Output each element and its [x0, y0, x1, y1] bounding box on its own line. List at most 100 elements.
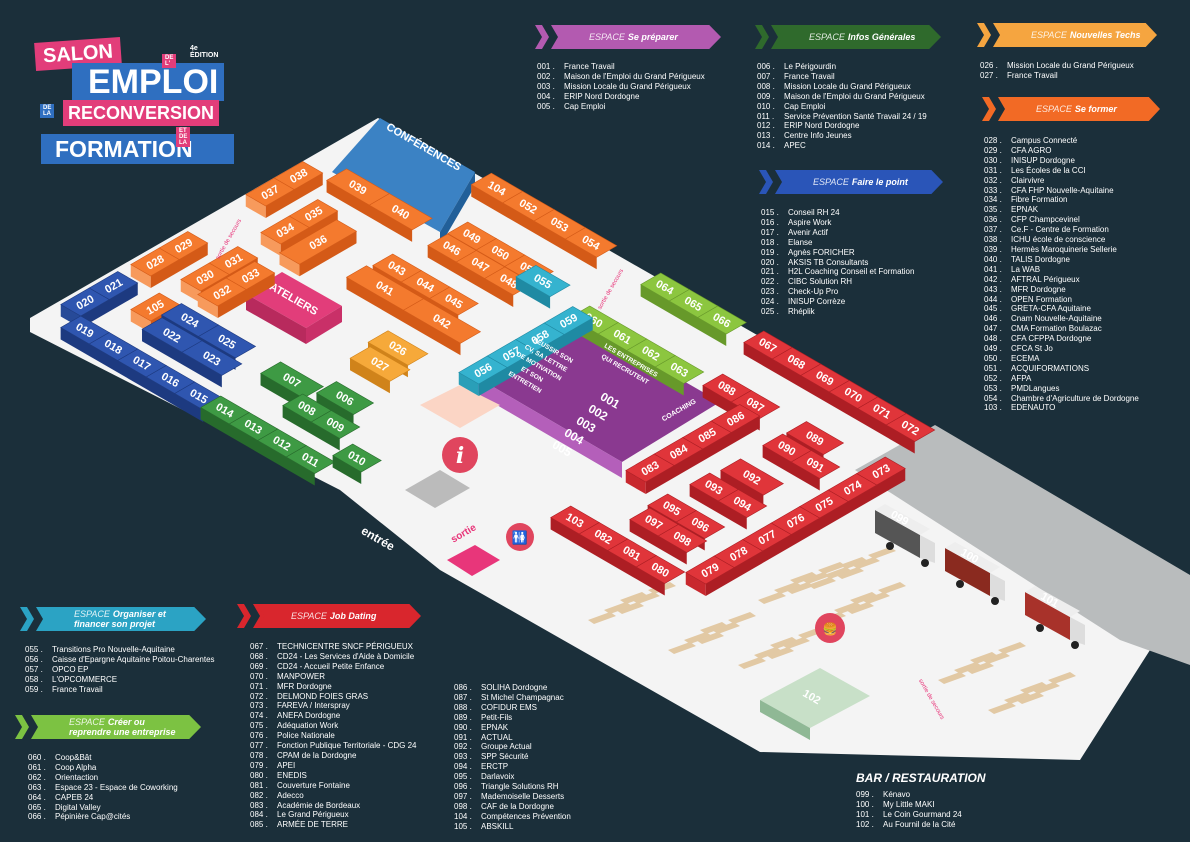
bakery-stand — [760, 668, 870, 728]
exhibitor-name: AFTRAL Périgueux — [1011, 274, 1080, 284]
list-item: 087 .St Michel Champagnac — [454, 693, 571, 703]
list-item: 090 .EPNAK — [454, 723, 571, 733]
stand[interactable] — [88, 271, 139, 300]
stand[interactable] — [273, 161, 324, 190]
table — [840, 557, 868, 569]
chevron-icon — [237, 604, 251, 628]
table — [850, 592, 878, 604]
stand[interactable] — [543, 306, 594, 335]
stand[interactable] — [197, 324, 257, 359]
wheel — [1071, 641, 1079, 649]
table — [700, 622, 728, 634]
stand[interactable] — [285, 445, 336, 474]
list-item: 067 .TECHNICENTRE SNCF PÉRIGUEUX — [250, 642, 416, 652]
list-item: 039 .Hermès Maroquinerie Sellerie — [984, 245, 1139, 255]
food-truck[interactable]: 100 — [945, 542, 1005, 605]
stand[interactable] — [515, 265, 571, 297]
exhibitor-name: ERIP Nord Dordogne — [784, 121, 860, 131]
table — [836, 567, 864, 579]
exhibitor-name: TALIS Dordogne — [1011, 254, 1070, 264]
stand-number: 006 . — [757, 62, 775, 71]
stand[interactable] — [181, 340, 243, 376]
stand-number: 084 . — [250, 810, 268, 820]
stand-front — [350, 358, 390, 394]
stand-front — [326, 180, 413, 242]
exhibitor-name: CFCA St Jo — [1011, 344, 1053, 354]
stand-number: 082 . — [250, 790, 268, 800]
stand[interactable] — [717, 489, 768, 518]
conferences-side — [440, 172, 475, 246]
stand-front — [346, 277, 461, 356]
food-icon: 🍔 — [815, 613, 845, 643]
table — [938, 672, 966, 684]
exhibitor-name: DELMOND FOIES GRAS — [277, 691, 369, 701]
prep-zone-side — [478, 378, 622, 478]
exhibitor-name: Check-Up Pro — [788, 287, 839, 297]
list-item: 083 .Académie de Bordeaux — [250, 801, 416, 811]
stand[interactable] — [349, 346, 411, 382]
stand-number: 093 . — [454, 752, 472, 762]
stand[interactable] — [310, 410, 361, 439]
stand-front — [150, 243, 208, 288]
stand[interactable] — [697, 305, 747, 335]
exhibitor-name: Maison de l'Emploi du Grand Périgueux — [784, 91, 925, 101]
stand[interactable] — [208, 246, 259, 275]
exhibitor-name: Kénavo — [883, 790, 911, 799]
table — [824, 567, 852, 579]
stand[interactable] — [402, 298, 482, 344]
stand[interactable] — [675, 510, 726, 539]
food-truck[interactable]: 101 — [1025, 586, 1085, 649]
list-item: 053 .PMDLangues — [984, 384, 1139, 394]
stand-number: 054 . — [984, 393, 1002, 403]
stand-number: 071 . — [250, 681, 268, 691]
chevron-icon — [15, 715, 29, 739]
stand[interactable] — [654, 355, 705, 384]
stand[interactable] — [657, 524, 708, 553]
list-item: 030 .INISUP Dordogne — [984, 156, 1139, 166]
stand[interactable] — [368, 193, 433, 231]
exhibitor-name: Digital Valley — [55, 802, 101, 812]
stand[interactable] — [564, 227, 618, 258]
stand-number: 068 . — [250, 651, 268, 661]
stand-front — [80, 283, 138, 328]
list-item: 056 .Caisse d'Epargne Aquitaine Poitou-C… — [25, 655, 215, 665]
list-item: 093 .SPP Sécurité — [454, 752, 571, 762]
stand-number: 105 . — [454, 821, 472, 831]
info-icon[interactable]: i — [442, 437, 478, 473]
ateliers-side2 — [306, 306, 342, 344]
truck-body — [945, 548, 990, 596]
stand[interactable] — [367, 330, 429, 366]
stand-front — [200, 407, 315, 486]
stand[interactable] — [720, 458, 784, 496]
stand[interactable] — [785, 421, 845, 455]
stand[interactable] — [710, 404, 761, 433]
exhibitor-name: Cnam Nouvelle-Aquitaine — [1011, 314, 1102, 324]
exhibitor-name: MFR Dordogne — [277, 681, 332, 691]
stand[interactable] — [856, 456, 906, 486]
stand[interactable] — [278, 219, 358, 265]
logo-edition: 4e ÉDITION — [190, 45, 219, 59]
food-truck[interactable]: 099 — [875, 504, 935, 567]
stand[interactable] — [885, 413, 936, 442]
stand[interactable] — [429, 286, 479, 316]
stand[interactable] — [158, 231, 209, 260]
espace-prefix: ESPACE — [589, 32, 625, 42]
stand-front — [515, 276, 551, 309]
table — [696, 632, 724, 644]
stand[interactable] — [790, 450, 841, 479]
table — [588, 612, 616, 624]
list-item: 006 .Le Périgourdin — [757, 62, 927, 72]
exhibitor-name: Mission Locale du Grand Périgueux — [784, 81, 911, 91]
stand[interactable] — [332, 443, 382, 473]
stand-number: 078 . — [250, 750, 268, 760]
stand-number: 036 . — [984, 215, 1002, 225]
list-item: 073 .FAREVA / Interspray — [250, 701, 416, 711]
stand[interactable] — [288, 199, 339, 228]
stand[interactable] — [635, 555, 686, 584]
outdoor-area — [855, 425, 1190, 665]
stand[interactable] — [225, 261, 276, 290]
stand[interactable] — [315, 381, 375, 415]
